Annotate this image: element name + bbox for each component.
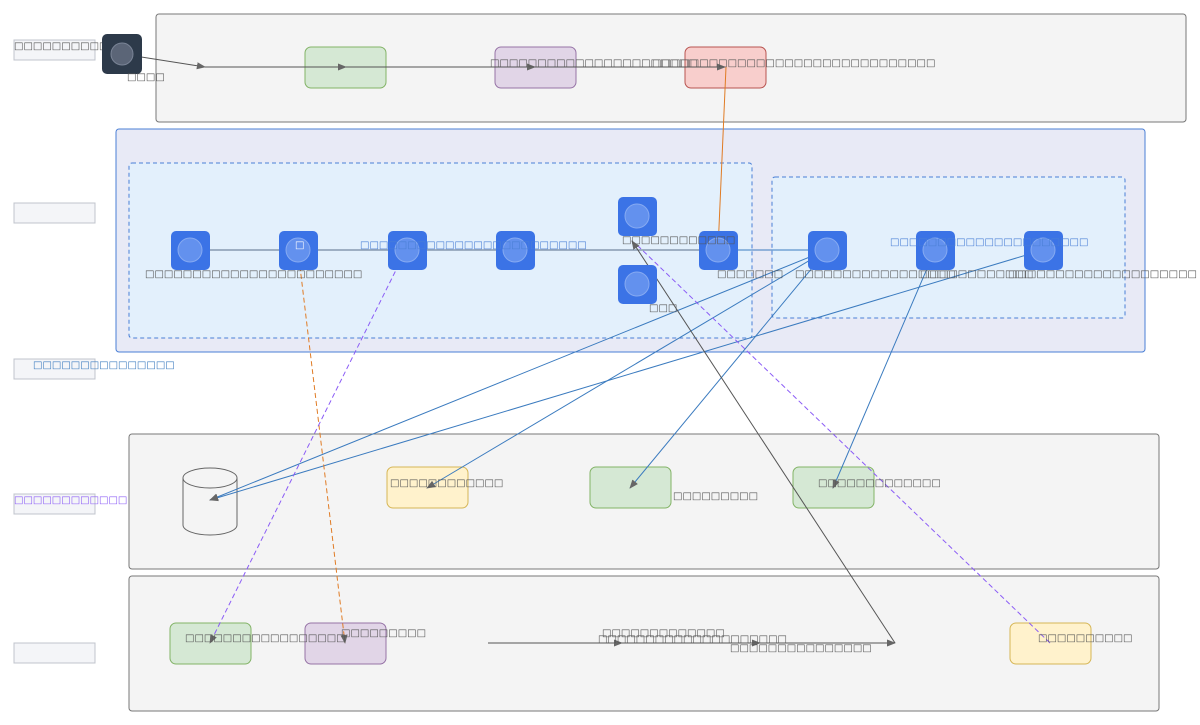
- data-box-green-2-label: □□□□□□□□□□□□□: [818, 478, 941, 489]
- bottom-edge-label-2: □□□□□□□□□□□□□□□□□□□□: [598, 634, 787, 645]
- lane-label-box-4: [13, 493, 96, 515]
- service-icon: [1030, 237, 1056, 263]
- service-node-2[interactable]: [279, 231, 318, 270]
- labels: □□□□□□□□□□□□□□□□□□□□□□ □□□□□□□□□□□□□□□□□…: [145, 58, 1197, 654]
- cloud-nodes: [171, 197, 1063, 304]
- user-node-icon: [110, 42, 134, 66]
- right-node-3[interactable]: [1024, 231, 1063, 270]
- lane-label-box-1: [13, 39, 96, 61]
- service-icon: [285, 237, 311, 263]
- actor-node[interactable]: [102, 34, 142, 74]
- bottom-edge-label-1: □□□□□□□□□□□□□: [602, 628, 725, 639]
- data-box-green-1-label: □□□□□□□□□: [673, 491, 758, 502]
- gateway-node-label: □□□□□□□: [717, 269, 783, 280]
- edge-to-db-2: [209, 249, 1044, 502]
- edge-bottom-to-cloud: [631, 240, 896, 644]
- top-lane: [155, 13, 1187, 123]
- service-icon: [177, 237, 203, 263]
- edge-top-to-gateway: [714, 66, 727, 251]
- left-edge-label: □□□□□□□□□□□□□□□□□□□□□□□□: [360, 240, 587, 251]
- right-node-1[interactable]: [808, 231, 847, 270]
- gateway-icon: [705, 237, 731, 263]
- service-icon: [624, 271, 650, 297]
- edge-to-cache: [426, 249, 828, 489]
- lane-label-1: □□□□□□□□□□□□: [14, 41, 127, 52]
- service-node-5[interactable]: [618, 197, 657, 236]
- top-box-purple-label: □□□□□□□□□□□□□□□□□□□□□□: [490, 58, 698, 69]
- edge-orange-dashed: [297, 249, 348, 644]
- edge-to-green-1: [629, 249, 828, 489]
- right-node-2-label: □□□□□□□□□□□□: [920, 269, 1033, 280]
- lane-label-box-3: [13, 358, 96, 380]
- service-icon: [922, 237, 948, 263]
- right-node-1-label: □□□□□□□□□□□□□□□□□: [795, 269, 956, 280]
- right-node-3-label: □□□□□□□□□□□□□□□□□□□□: [1008, 269, 1197, 280]
- lane-label-box-2: [13, 202, 96, 224]
- actor-label: □□□□: [127, 72, 165, 83]
- edge-purple-dashed-1: [209, 249, 407, 644]
- bottom-box-green-label: □□□□□□□□□□□□□□□□□: [185, 633, 346, 644]
- lane-label-4: □□□□□□□□□□□□: [14, 495, 127, 506]
- service-node-6-label: □□□: [649, 303, 677, 314]
- gateway-node[interactable]: [699, 231, 738, 270]
- bottom-box-yellow[interactable]: [1009, 622, 1092, 665]
- right-node-2[interactable]: [916, 231, 955, 270]
- bottom-edge-label-3: □□□□□□□□□□□□□□□: [730, 643, 872, 654]
- bottom-box-purple-label: □□□□□□□□□: [341, 628, 426, 639]
- service-node-6[interactable]: [618, 265, 657, 304]
- service-node-1-label: □□□□□□□□□□□□□□□□□□□□□□□: [145, 269, 362, 280]
- lane-label-3: □□□□□□□□□□□□□□□: [33, 360, 175, 371]
- lane-label-box-5: [13, 642, 96, 664]
- right-edge-label: □□□□□□□□□□□□□□□□□□□□□: [890, 237, 1088, 248]
- service-node-2-badge: □: [295, 240, 304, 251]
- database-cylinder[interactable]: [182, 467, 238, 536]
- top-box-red-label: □□□□□□□□□□□□□□□□□□□□□□□□□□□□□□: [652, 58, 935, 69]
- service-icon: [502, 237, 528, 263]
- edge-to-green-2: [832, 249, 936, 489]
- lane-labels: □□□□□□□□□□□□ □□□□□□□□□□□□□□□ □□□□□□□□□□□…: [13, 39, 175, 664]
- edge-to-db-1: [209, 249, 828, 501]
- service-node-1[interactable]: [171, 231, 210, 270]
- service-node-3[interactable]: [388, 231, 427, 270]
- service-icon: [394, 237, 420, 263]
- bottom-box-yellow-label: □□□□□□□□□□: [1038, 633, 1132, 644]
- edges: [121, 53, 1051, 647]
- service-node-4[interactable]: [496, 231, 535, 270]
- service-node-5-label: □□□□□□□□□□□□: [622, 235, 735, 246]
- service-icon: [814, 237, 840, 263]
- data-box-yellow-label: □□□□□□□□□□□□: [390, 478, 503, 489]
- service-icon: [624, 203, 650, 229]
